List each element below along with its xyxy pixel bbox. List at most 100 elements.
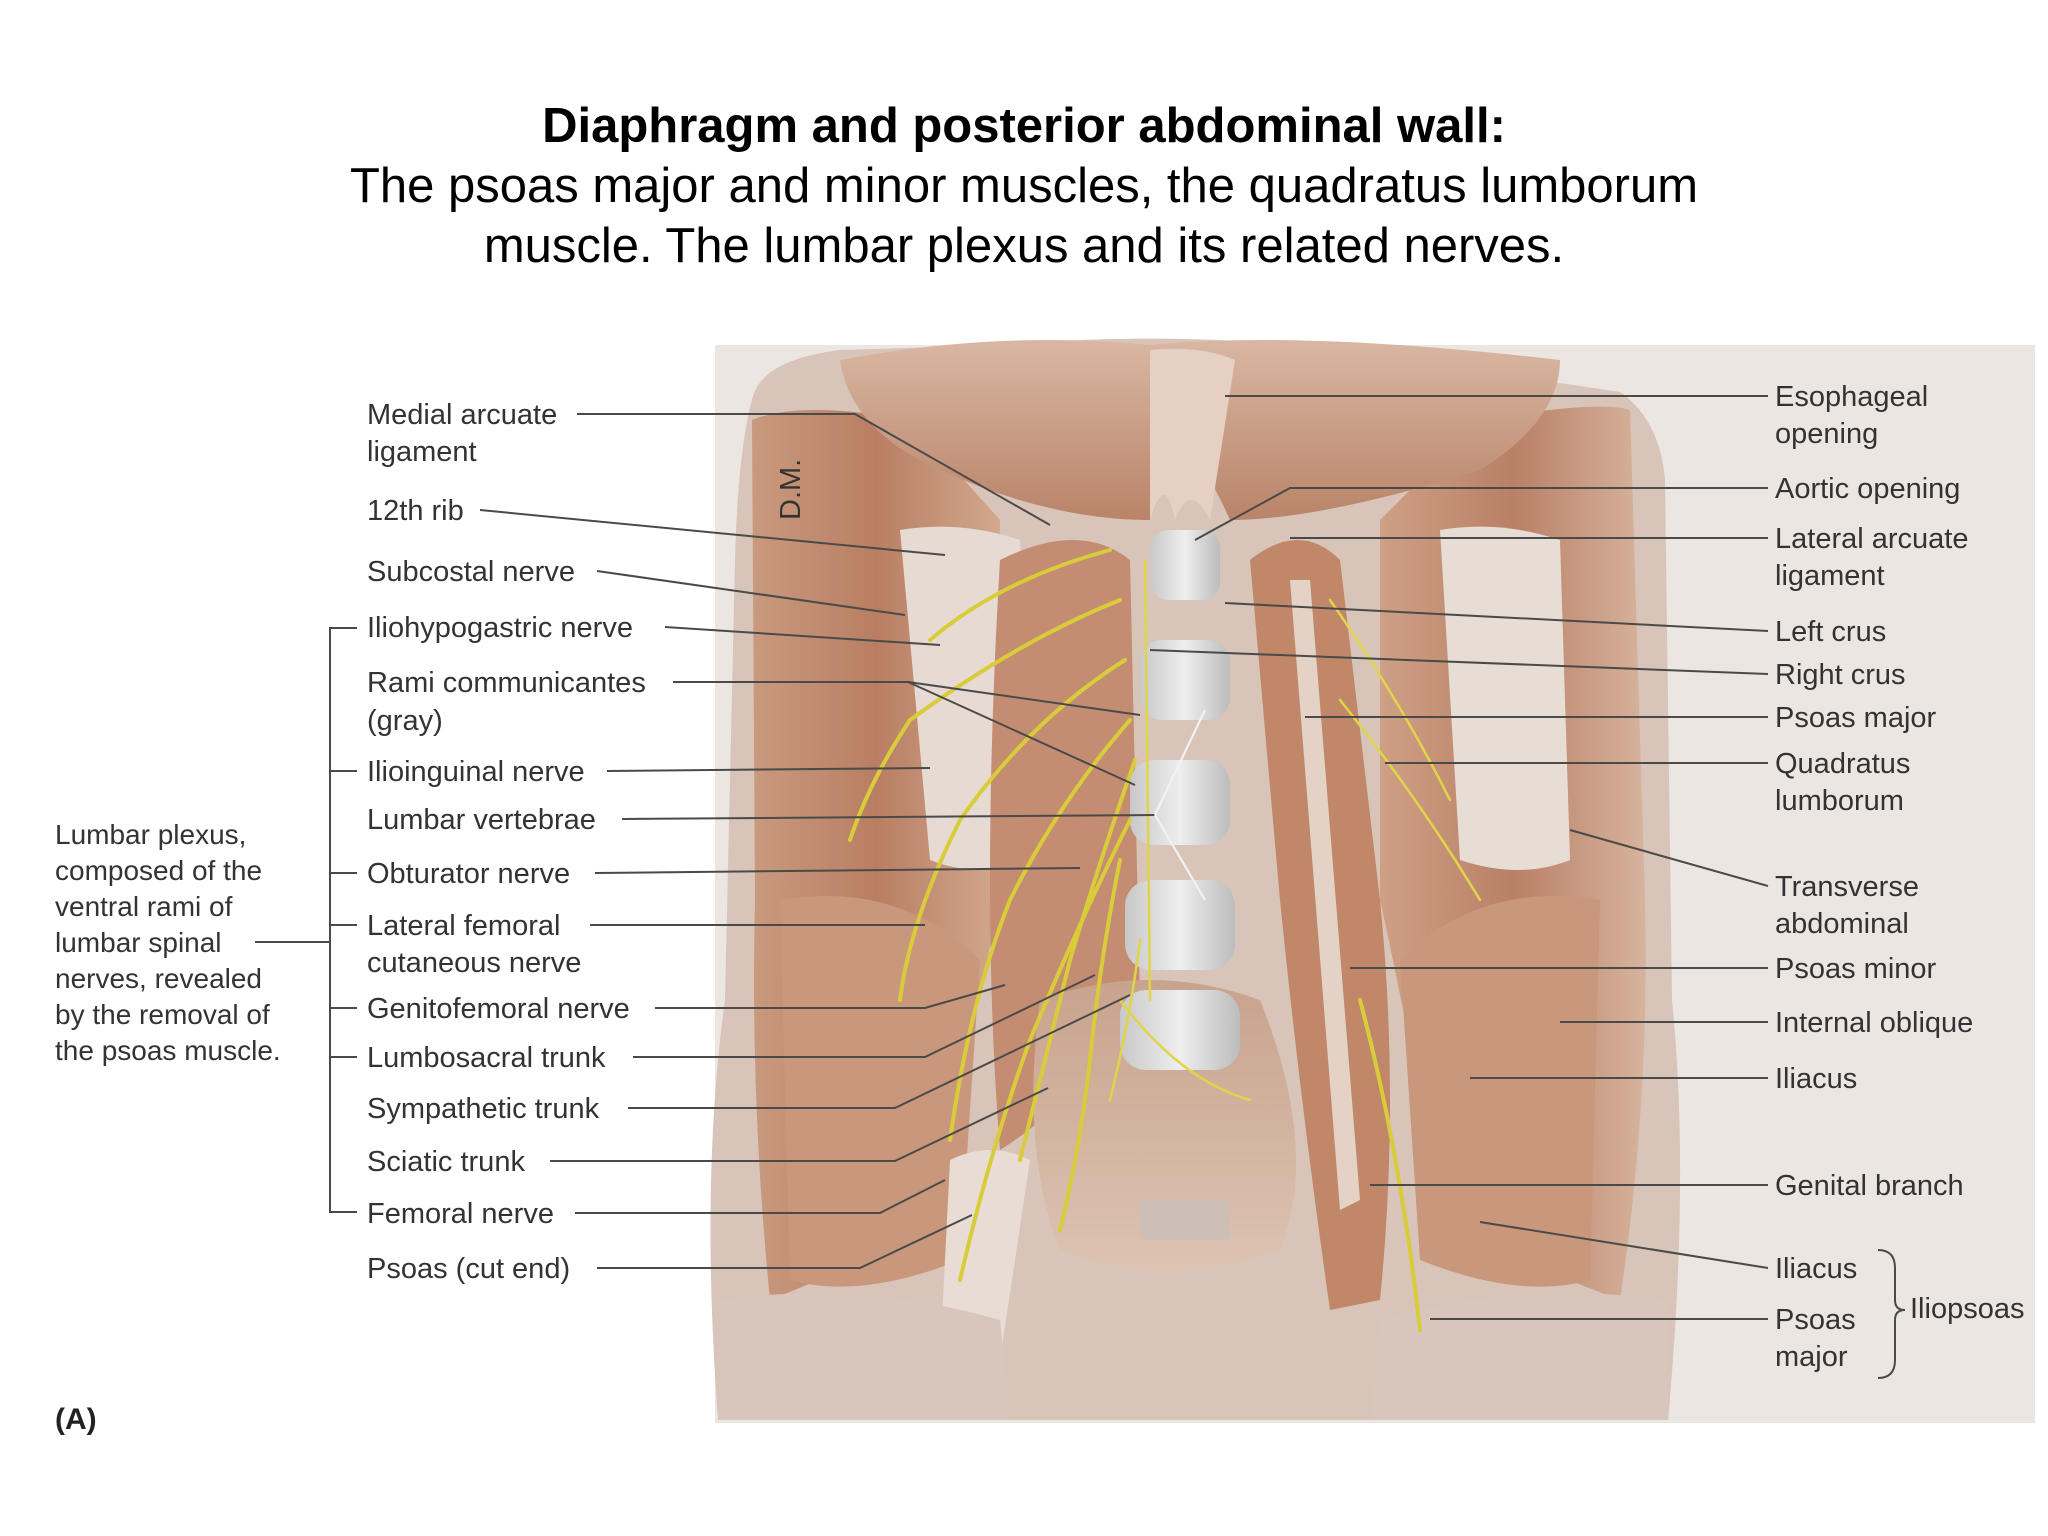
vertebra-l4 [1125, 880, 1235, 970]
label-aortic-opening: Aortic opening [1775, 473, 1960, 505]
plexus-note-line-6: by the removal of [55, 999, 270, 1030]
inner-leader-lines [1154, 709, 1206, 901]
leader-psoas-cut [597, 1214, 973, 1269]
right-labels: Esophageal opening Aortic opening Latera… [1775, 381, 2024, 1373]
label-right-crus: Right crus [1775, 659, 1906, 691]
leader-inner-vertebrae-1 [1154, 709, 1206, 816]
label-femoral-nerve: Femoral nerve [367, 1198, 554, 1230]
label-sciatic-trunk: Sciatic trunk [367, 1146, 525, 1178]
lumbosacral-trunk-path [1108, 938, 1142, 1102]
genitofemoral-nerve-path [1018, 758, 1137, 1162]
plexus-note-line-5: nerves, revealed [55, 963, 262, 994]
iliopsoas-brace [1877, 1249, 1906, 1379]
subcostal-nerve-path [928, 548, 1112, 642]
label-genital-branch: Genital branch [1775, 1170, 1964, 1202]
femoral-nerve-path [958, 818, 1132, 1282]
lower-thigh-right [1370, 1293, 1668, 1420]
leader-inner-vertebrae-2 [1154, 814, 1206, 901]
title-subtitle-line-2: muscle. The lumbar plexus and its relate… [483, 219, 1565, 273]
lateral-femoral-nerve-path [948, 718, 1132, 1142]
label-psoas-cut-end: Psoas (cut end) [367, 1253, 570, 1285]
leader-medial-arcuate [577, 413, 1051, 526]
leader-subcostal [596, 570, 906, 616]
plexus-note-line-3: ventral rami of [55, 891, 233, 922]
label-rami-communicantes-1: Rami communicantes [367, 667, 646, 699]
leader-right-crus [1149, 649, 1769, 675]
label-12th-rib: 12th rib [367, 495, 464, 527]
ilioinguinal-nerve-path [898, 658, 1127, 1002]
artist-signature: D.M. [775, 459, 807, 520]
label-iliacus: Iliacus [1775, 1063, 1857, 1095]
label-lateral-arcuate-2: ligament [1775, 560, 1885, 592]
label-subcostal-nerve: Subcostal nerve [367, 556, 575, 588]
label-transverse-abdominal-2: abdominal [1775, 908, 1909, 940]
label-esophageal-opening-1: Esophageal [1775, 381, 1928, 413]
label-quadratus-lumborum-2: lumborum [1775, 785, 1904, 817]
leader-femoral [575, 1179, 946, 1214]
lumbar-plexus-nerves [848, 548, 1482, 1332]
sacral-nerve-branch [1118, 998, 1252, 1102]
label-lateral-femoral-2: cutaneous nerve [367, 947, 581, 979]
central-tendon [1150, 348, 1235, 520]
left-leader-lines [479, 413, 1156, 1269]
right-iliacus [1400, 896, 1600, 1287]
title-subtitle-line-1: The psoas major and minor muscles, the q… [349, 159, 1699, 213]
label-lateral-arcuate-1: Lateral arcuate [1775, 523, 1968, 555]
label-lumbosacral-trunk: Lumbosacral trunk [367, 1042, 606, 1074]
label-esophageal-opening-2: opening [1775, 418, 1878, 450]
vertebra-l3 [1130, 760, 1230, 845]
leader-sympathetic [628, 994, 1131, 1109]
lower-thigh-left [718, 1293, 1010, 1420]
leader-rami-2 [907, 681, 1136, 786]
leader-obturator [594, 867, 1081, 874]
bracket-spine [329, 627, 357, 1213]
leader-12th-rib [479, 509, 946, 556]
leader-lumbosacral [633, 974, 1096, 1058]
leader-left-crus [1224, 602, 1769, 632]
label-psoas-minor: Psoas minor [1775, 953, 1937, 985]
label-transverse-abdominal-1: Transverse [1775, 871, 1919, 903]
leader-lumbar-vertebrae [621, 814, 1156, 820]
leader-aortic [1194, 487, 1768, 541]
pubic-region [1140, 1200, 1230, 1240]
right-nerve-branch-1 [1328, 598, 1452, 802]
label-internal-oblique: Internal oblique [1775, 1007, 1973, 1039]
label-sympathetic-trunk: Sympathetic trunk [367, 1093, 600, 1125]
plexus-note-line-4: lumbar spinal [55, 927, 222, 958]
label-quadratus-lumborum-1: Quadratus [1775, 748, 1910, 780]
leader-iliohypogastric [664, 626, 941, 646]
left-iliacus [780, 896, 980, 1287]
obturator-nerve-path [1058, 858, 1122, 1232]
plexus-note-line-1: Lumbar plexus, [55, 819, 246, 850]
label-medial-arcuate-ligament-1: Medial arcuate [367, 399, 557, 431]
plexus-note-line-7: the psoas muscle. [55, 1035, 281, 1066]
label-medial-arcuate-ligament-2: ligament [367, 436, 477, 468]
title-heading: Diaphragm and posterior abdominal wall: [542, 99, 1506, 153]
left-labels: Medial arcuate ligament 12th rib Subcost… [367, 399, 646, 1285]
label-lumbar-vertebrae: Lumbar vertebrae [367, 804, 596, 836]
genital-branch-path [1358, 998, 1422, 1332]
plexus-bracket [255, 627, 357, 1213]
sympathetic-trunk-path [1143, 558, 1152, 1002]
label-iliopsoas-psoas-1: Psoas [1775, 1304, 1856, 1336]
label-genitofemoral-nerve: Genitofemoral nerve [367, 993, 630, 1025]
label-ilioinguinal-nerve: Ilioinguinal nerve [367, 756, 585, 788]
label-iliopsoas-psoas-2: major [1775, 1341, 1848, 1373]
leader-iliopsoas-iliacus [1479, 1221, 1769, 1269]
illustration [710, 338, 2035, 1423]
leader-ilioinguinal [606, 767, 931, 772]
right-nerve-branch-2 [1338, 698, 1482, 902]
leader-transverse [1569, 829, 1769, 887]
vertebra-l1 [1150, 530, 1220, 600]
label-rami-communicantes-2: (gray) [367, 705, 443, 737]
lumbar-plexus-note: Lumbar plexus, composed of the ventral r… [55, 819, 281, 1066]
label-psoas-major: Psoas major [1775, 702, 1937, 734]
leader-genitofemoral [655, 984, 1006, 1009]
label-lateral-femoral-1: Lateral femoral [367, 910, 560, 942]
iliohypogastric-nerve-path [848, 598, 1122, 842]
slide-title: Diaphragm and posterior abdominal wall: … [0, 96, 2048, 276]
right-quadratus-lumborum [1440, 526, 1570, 870]
lumbar-vertebrae [1120, 530, 1240, 1070]
label-left-crus: Left crus [1775, 616, 1886, 648]
